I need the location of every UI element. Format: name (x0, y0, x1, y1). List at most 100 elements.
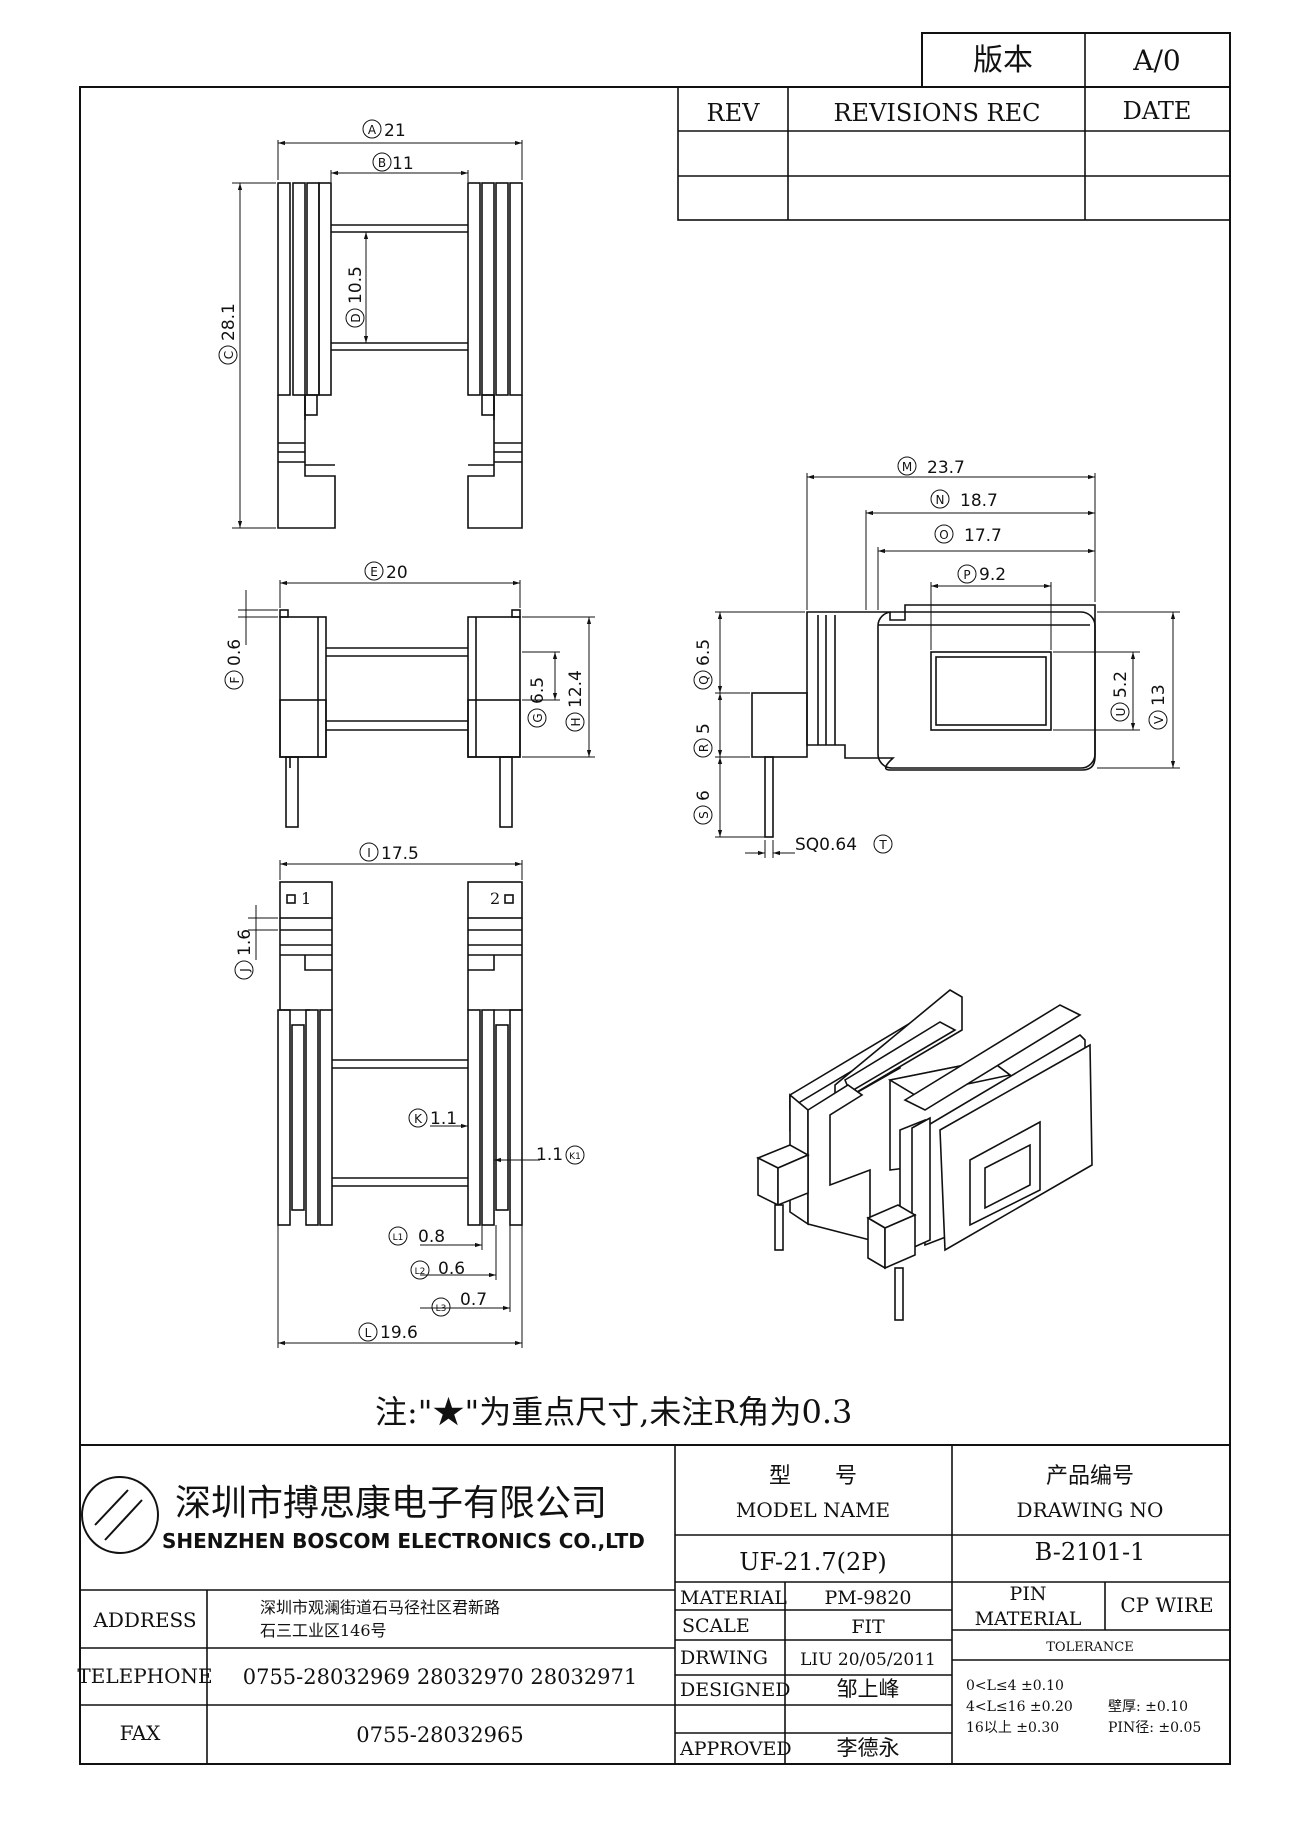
pin-1-label: 1 (301, 889, 311, 908)
dim-V: V 13 (1148, 684, 1169, 730)
approved-value: 李德永 (837, 1736, 900, 1760)
bubble-Q: Q (697, 675, 711, 684)
dim-K: K 1.1 (408, 1108, 457, 1129)
company-logo (81, 1476, 159, 1554)
note-text: 注:"★"为重点尺寸,未注R角为0.3 (375, 1393, 852, 1431)
dim-B: B 11 (372, 152, 414, 174)
bubble-H: H (569, 717, 583, 726)
dim-E-value: 20 (386, 563, 408, 583)
tolerance-row-3: 16以上 ±0.30 (966, 1720, 1059, 1736)
dim-O-value: 17.7 (964, 526, 1002, 546)
bubble-K: K (414, 1112, 423, 1126)
dim-K1: 1.1 K1 (536, 1145, 585, 1165)
dim-J-value: 1.6 (235, 929, 255, 956)
address-line2: 石三工业区146号 (260, 1621, 387, 1640)
bubble-L1: L1 (393, 1233, 404, 1243)
dim-O: O 17.7 (934, 524, 1002, 546)
dim-F: F 0.6 (224, 639, 245, 690)
revision-box: 版本 A/0 (921, 32, 1231, 88)
drawing-no-label-en: DRAWING NO (1017, 1498, 1164, 1522)
pin-material-value: CP WIRE (1120, 1593, 1213, 1617)
tolerance-row-1: 0<L≤4 ±0.10 (966, 1678, 1064, 1694)
tolerance-label: TOLERANCE (1046, 1640, 1133, 1655)
drawing-no-label-cn: 产品编号 (1046, 1464, 1134, 1489)
dim-D-value: 10.5 (346, 266, 366, 304)
bubble-L3: L3 (436, 1304, 447, 1314)
dim-R-value: 5 (694, 723, 714, 734)
scale-value: FIT (851, 1616, 885, 1638)
bottom-view: 1 2 (248, 860, 540, 1348)
dim-L1-value: 0.8 (418, 1227, 445, 1247)
title-block: 深圳市搏思康电子有限公司 SHENZHEN BOSCOM ELECTRONICS… (77, 1444, 1230, 1764)
dim-L3: L3 0.7 (431, 1290, 487, 1317)
bubble-B: B (378, 156, 386, 170)
revision-table: REV REVISIONS REC DATE (677, 86, 1231, 221)
dim-J: J 1.6 (234, 929, 255, 980)
pin-material-label-2: MATERIAL (975, 1608, 1082, 1630)
dim-Q: Q 6.5 (693, 639, 714, 690)
dim-G-value: 6.5 (528, 677, 548, 704)
dim-D: D 10.5 (345, 266, 366, 328)
dim-S: S 6 (693, 790, 714, 825)
dim-M: M 23.7 (897, 456, 965, 478)
dim-A: A 21 (362, 119, 406, 141)
company-name-cn: 深圳市搏思康电子有限公司 (175, 1483, 607, 1524)
top-view (232, 140, 523, 529)
company-name-en: SHENZHEN BOSCOM ELECTRONICS CO.,LTD (162, 1529, 645, 1553)
drawing-value: LIU 20/05/2011 (800, 1650, 936, 1670)
material-label: MATERIAL (680, 1587, 787, 1609)
designed-label: DESIGNED (680, 1679, 791, 1701)
dim-L3-value: 0.7 (460, 1290, 487, 1310)
address-line1: 深圳市观澜街道石马径社区君新路 (260, 1598, 500, 1617)
fax-label: FAX (120, 1721, 162, 1745)
bubble-J: J (238, 968, 252, 973)
drawing-label: DRWING (680, 1647, 768, 1669)
scale-label: SCALE (682, 1615, 750, 1637)
model-label-en: MODEL NAME (736, 1498, 890, 1522)
sheet-border (79, 86, 1231, 1765)
drawing-no-value: B-2101-1 (1035, 1538, 1146, 1566)
bubble-V: V (1152, 715, 1166, 724)
bubble-N: N (936, 493, 945, 507)
dim-T: SQ0.64 T (795, 834, 893, 855)
bubble-L2: L2 (415, 1267, 426, 1277)
telephone-label: TELEPHONE (77, 1664, 212, 1688)
dim-H: H 12.4 (565, 670, 586, 732)
front-view (715, 473, 1180, 858)
model-label-cn: 型 号 (769, 1464, 857, 1489)
dim-I-value: 17.5 (381, 844, 419, 864)
pin-2-label: 2 (490, 889, 500, 908)
bubble-G: G (531, 713, 545, 722)
dim-B-value: 11 (392, 154, 414, 174)
bubble-M: M (902, 460, 912, 474)
dim-G: G 6.5 (527, 677, 548, 728)
fax-value: 0755-28032965 (356, 1723, 523, 1747)
dim-A-value: 21 (384, 121, 406, 141)
telephone-value: 0755-28032969 28032970 28032971 (243, 1665, 638, 1689)
dim-L-value: 19.6 (380, 1323, 418, 1343)
bubble-P: P (963, 568, 970, 582)
bubble-L: L (365, 1326, 372, 1340)
dim-Q-value: 6.5 (694, 639, 714, 666)
bubble-R: R (697, 744, 711, 752)
dim-P-value: 9.2 (979, 565, 1006, 585)
dim-N-value: 18.7 (960, 491, 998, 511)
rev-header: REV (707, 99, 761, 127)
dim-I: I 17.5 (359, 842, 419, 864)
dim-U: U 5.2 (1110, 671, 1131, 722)
dim-U-value: 5.2 (1111, 671, 1131, 698)
revisions-rec-header: REVISIONS REC (833, 99, 1040, 127)
tolerance-row-2b: 壁厚: ±0.10 (1108, 1699, 1188, 1715)
dim-S-value: 6 (694, 790, 714, 801)
dim-L: L 19.6 (358, 1322, 418, 1343)
dim-F-value: 0.6 (225, 639, 245, 666)
dim-R: R 5 (693, 723, 714, 758)
bubble-O: O (939, 528, 948, 542)
version-label: 版本 (973, 43, 1033, 78)
date-header: DATE (1123, 97, 1192, 125)
bubble-S: S (697, 811, 711, 819)
dim-H-value: 12.4 (566, 670, 586, 708)
model-value: UF-21.7(2P) (739, 1548, 887, 1576)
dim-T-value: SQ0.64 (795, 835, 857, 855)
